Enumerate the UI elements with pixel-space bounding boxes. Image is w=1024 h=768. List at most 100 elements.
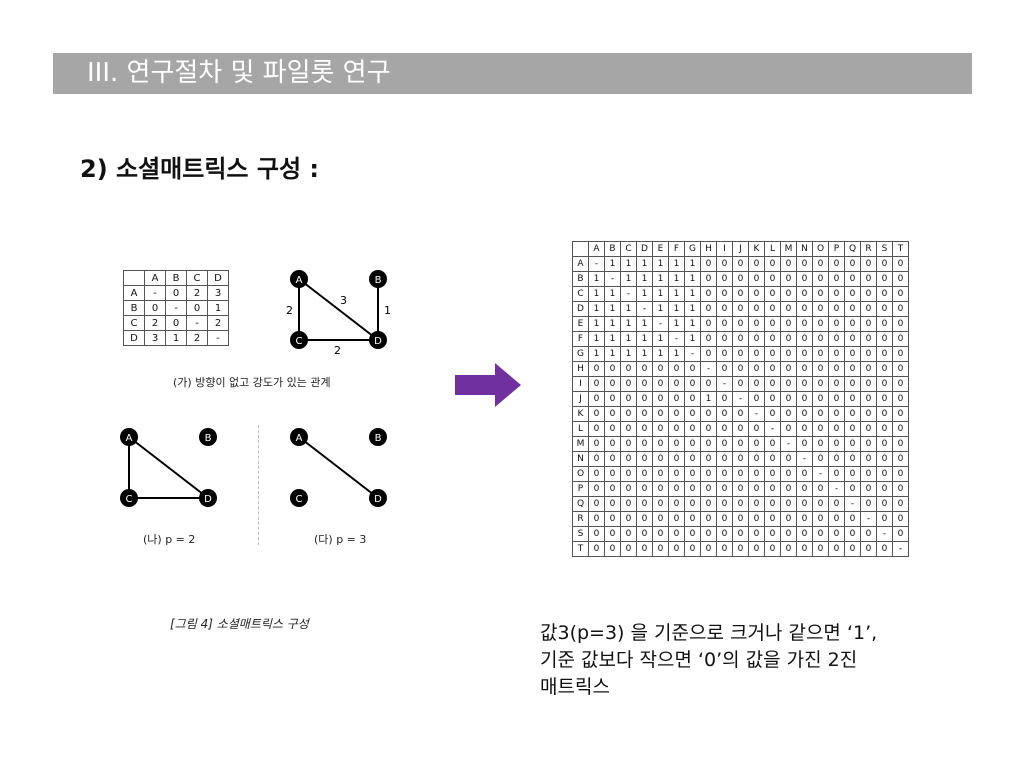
table-cell: 0 (588, 361, 605, 377)
table-cell: G (572, 346, 589, 362)
table-cell: K (748, 241, 765, 257)
table-cell: 0 (892, 286, 909, 302)
table-cell: - (716, 376, 733, 392)
table-cell: 0 (844, 451, 861, 467)
table-cell: 0 (716, 256, 733, 272)
table-cell: 0 (876, 496, 893, 512)
table-cell: 0 (828, 466, 845, 482)
table-cell: 1 (207, 300, 229, 316)
table-cell: 0 (796, 286, 813, 302)
table-cell: E (572, 316, 589, 332)
table-cell: 0 (812, 256, 829, 272)
table-cell: 0 (764, 316, 781, 332)
table-cell: 0 (844, 406, 861, 422)
table-cell: 0 (716, 466, 733, 482)
svg-text:C: C (126, 494, 133, 505)
table-cell: 1 (620, 301, 637, 317)
table-cell: 0 (764, 451, 781, 467)
node-d: D (199, 489, 217, 507)
table-cell: 0 (844, 526, 861, 542)
table-cell: 0 (652, 436, 669, 452)
table-cell: 0 (636, 376, 653, 392)
table-cell: 0 (620, 496, 637, 512)
table-cell: 0 (764, 256, 781, 272)
table-cell: 0 (652, 421, 669, 437)
table-cell: - (732, 391, 749, 407)
table-cell: 1 (588, 331, 605, 347)
table-cell: 0 (604, 511, 621, 527)
table-cell: 0 (700, 451, 717, 467)
table-cell: 0 (780, 271, 797, 287)
table-cell: 0 (892, 376, 909, 392)
table-cell: E (652, 241, 669, 257)
edge-a-d (298, 278, 379, 341)
table-cell: 0 (860, 406, 877, 422)
table-cell: 0 (700, 541, 717, 557)
table-cell: 0 (684, 406, 701, 422)
table-cell: 0 (620, 466, 637, 482)
table-cell: 0 (828, 271, 845, 287)
table-cell: 0 (716, 286, 733, 302)
table-cell: 0 (828, 511, 845, 527)
table-cell: 1 (620, 271, 637, 287)
table-cell: 0 (732, 451, 749, 467)
table-cell: 0 (684, 511, 701, 527)
table-cell: 0 (812, 406, 829, 422)
weight-ac: 2 (286, 304, 293, 317)
table-cell: 0 (684, 481, 701, 497)
table-cell: 0 (764, 271, 781, 287)
table-cell: 0 (876, 331, 893, 347)
table-cell: 0 (764, 526, 781, 542)
table-cell: - (144, 285, 166, 301)
table-cell: P (572, 481, 589, 497)
table-cell: 0 (588, 541, 605, 557)
table-cell: 0 (620, 481, 637, 497)
table-cell: 1 (604, 286, 621, 302)
table-cell: 0 (780, 511, 797, 527)
table-cell: A (144, 270, 166, 286)
table-cell: 0 (812, 301, 829, 317)
table-cell: - (748, 406, 765, 422)
table-cell: 1 (588, 316, 605, 332)
table-cell: 0 (892, 256, 909, 272)
node-d: D (369, 489, 387, 507)
table-cell: 0 (860, 331, 877, 347)
table-cell: 1 (652, 331, 669, 347)
table-cell: - (796, 451, 813, 467)
table-cell: 0 (700, 256, 717, 272)
table-cell: 0 (588, 376, 605, 392)
table-cell: 0 (636, 421, 653, 437)
table-cell: - (828, 481, 845, 497)
table-cell: 0 (780, 301, 797, 317)
table-cell: 0 (860, 271, 877, 287)
table-cell: 0 (764, 391, 781, 407)
figure-caption: [그림 4] 소셜매트릭스 구성 (170, 617, 309, 631)
table-cell: 0 (844, 361, 861, 377)
table-cell: 0 (700, 436, 717, 452)
table-cell: B (165, 270, 187, 286)
table-cell: R (572, 511, 589, 527)
table-cell: J (572, 391, 589, 407)
table-cell: 1 (684, 316, 701, 332)
table-cell: 0 (892, 301, 909, 317)
table-cell: 0 (716, 316, 733, 332)
table-cell: O (572, 466, 589, 482)
table-cell: S (572, 526, 589, 542)
table-cell: 0 (764, 406, 781, 422)
table-cell: 0 (748, 286, 765, 302)
node-c: C (290, 489, 308, 507)
table-cell: 1 (668, 301, 685, 317)
table-cell: 0 (636, 451, 653, 467)
table-cell: 1 (588, 271, 605, 287)
table-cell: 0 (828, 331, 845, 347)
table-cell: 0 (668, 451, 685, 467)
